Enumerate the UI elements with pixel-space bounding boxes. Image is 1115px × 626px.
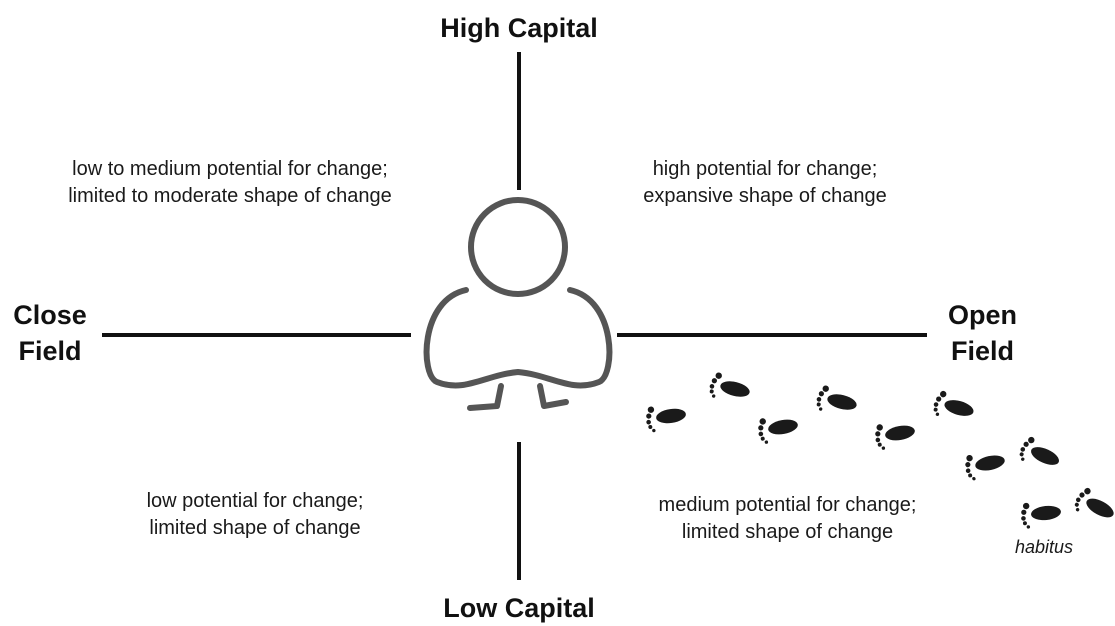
axis-label-low-capital: Low Capital	[443, 593, 595, 623]
axis-label-close-field-line2: Field	[18, 336, 82, 366]
person-icon	[423, 197, 613, 411]
quadrant-top-left-line2: limited to moderate shape of change	[68, 185, 392, 207]
quadrant-bottom-left-line1: low potential for change;	[146, 490, 364, 512]
axis-label-close-field-line1: Close	[13, 300, 87, 330]
quadrant-bottom-right-line1: medium potential for change;	[658, 494, 917, 516]
quadrant-top-right: high potential for change; expansive sha…	[590, 156, 940, 210]
quadrant-top-left-line1: low to medium potential for change;	[72, 158, 388, 180]
quadrant-bottom-right-line2: limited shape of change	[681, 521, 894, 543]
axis-label-high-capital: High Capital	[440, 13, 598, 43]
axis-label-open-field: Open Field	[930, 297, 1035, 369]
axis-label-open-field-line1: Open	[947, 300, 1017, 330]
quadrant-top-right-line2: expansive shape of change	[643, 185, 887, 207]
quadrant-bottom-left-line2: limited shape of change	[149, 517, 361, 539]
quadrant-bottom-right: medium potential for change; limited sha…	[615, 492, 960, 546]
axis-label-close-field: Close Field	[0, 297, 100, 369]
quadrant-top-left: low to medium potential for change; limi…	[20, 156, 440, 210]
quadrant-top-right-line1: high potential for change;	[652, 158, 878, 180]
quadrant-bottom-left: low potential for change; limited shape …	[105, 488, 405, 542]
habitus-label: habitus	[1015, 537, 1074, 557]
axis-label-open-field-line2: Field	[950, 336, 1014, 366]
